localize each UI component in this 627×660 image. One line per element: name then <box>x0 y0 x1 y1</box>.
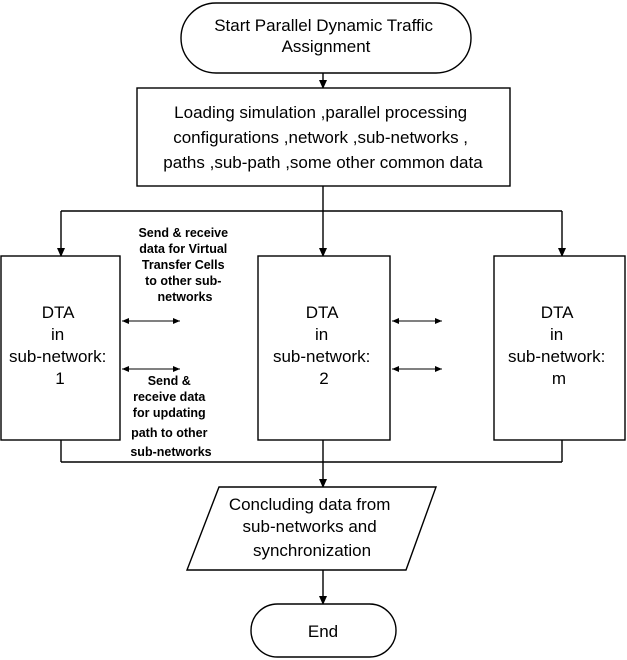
svg-text:Send & receive data for: Send & receive data for Virtual Transfer… <box>138 226 231 304</box>
end-node: End <box>250 603 397 658</box>
start-node: Start Parallel Dynamic Traffic Assignmen… <box>180 2 472 74</box>
concluding-node: Concluding data from sub-networks and sy… <box>185 486 437 571</box>
dta-node-1: DTA in sub-network: 1 <box>0 255 121 441</box>
svg-text:Start Parallel Dynamic Traffic: Start Parallel Dynamic Traffic Assignmen… <box>214 16 438 56</box>
svg-text:End: End <box>308 622 338 641</box>
loading-node: Loading simulation ,parallel processing … <box>136 87 511 187</box>
svg-text:DTA in sub-network: DTA in sub-network: 1 <box>9 303 111 388</box>
svg-text:DTA in sub-network: DTA in sub-network: m <box>508 303 610 388</box>
svg-text:Loading simulation ,parallel p: Loading simulation ,parallel processing … <box>163 103 483 172</box>
svg-text:DTA in sub-network: DTA in sub-network: 2 <box>273 303 375 388</box>
dta-node-2: DTA in sub-network: 2 <box>257 255 391 441</box>
exchange-arrows <box>122 318 442 372</box>
svg-text:Send & receive data: Send & receive data for updating path to… <box>130 374 211 459</box>
split-connector <box>57 186 566 257</box>
note-virtual-transfer-cells: Send & receive data for Virtual Transfer… <box>138 226 231 304</box>
note-updating-path: Send & receive data for updating path to… <box>130 374 211 459</box>
dta-node-m: DTA in sub-network: m <box>493 255 626 441</box>
svg-text:Concluding data from sub: Concluding data from sub-networks and sy… <box>229 495 395 560</box>
merge-connector <box>60 440 563 488</box>
